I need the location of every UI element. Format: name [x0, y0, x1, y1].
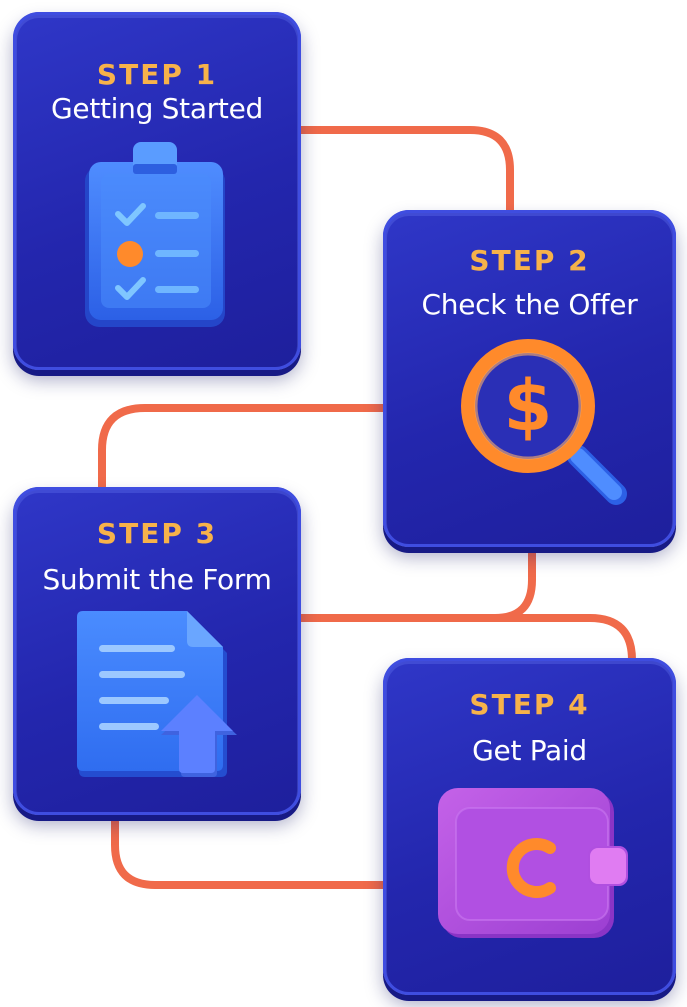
- step-label: STEP 4: [469, 688, 590, 721]
- step-title: Get Paid: [472, 734, 587, 767]
- step-label: STEP 2: [469, 244, 590, 277]
- step-card-2[interactable]: STEP 2 Check the Offer $: [383, 210, 676, 547]
- clipboard-checklist-icon: [85, 142, 225, 327]
- connector-step3-step4: [376, 614, 636, 666]
- step-card-4[interactable]: STEP 4 Get Paid: [383, 658, 676, 995]
- connector-step3-step2: [296, 541, 536, 622]
- connector-step2-step3: [98, 404, 389, 496]
- step-label: STEP 1: [96, 58, 218, 91]
- document-upload-icon: [77, 611, 237, 777]
- step-card-3[interactable]: STEP 3 Submit the Form: [13, 487, 301, 815]
- step-title: Submit the Form: [42, 563, 272, 596]
- step-label: STEP 3: [96, 517, 218, 550]
- wallet-icon: [438, 788, 628, 938]
- connector-step1-step2: [296, 126, 514, 219]
- step-title: Getting Started: [51, 92, 263, 125]
- step-card-1[interactable]: STEP 1 Getting Started: [13, 12, 301, 370]
- connector-step3-step4-bottom: [111, 806, 390, 889]
- svg-text:$: $: [504, 365, 553, 447]
- step-title: Check the Offer: [421, 288, 638, 321]
- dollar-magnifier-icon: $: [461, 339, 627, 505]
